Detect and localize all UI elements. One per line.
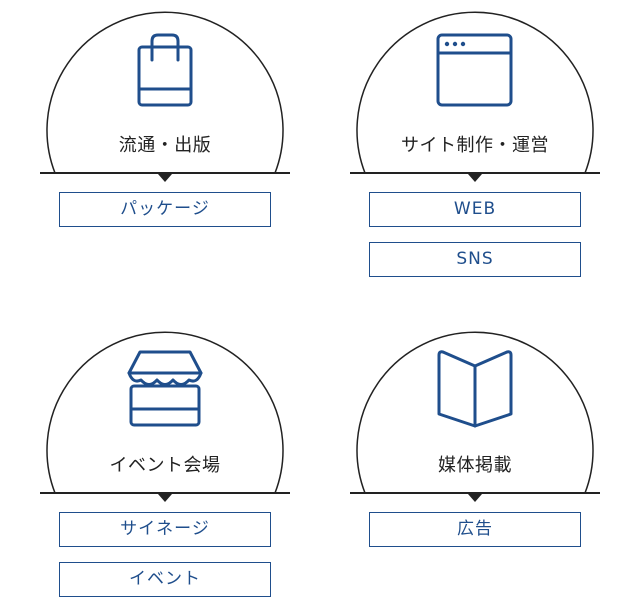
category-4-pointer [468,494,482,502]
category-3-frame [40,331,290,502]
shopping-bag-icon [137,33,193,107]
category-2-arc [356,11,594,174]
category-3-pointer [158,494,172,502]
category-3-title: イベント会場 [109,455,221,476]
category-2-frame [350,11,600,182]
tag-package[interactable]: パッケージ [59,192,271,227]
category-1-arc [46,11,284,174]
category-4-title: 媒体掲載 [438,455,512,476]
category-3-arc [46,331,284,494]
open-book-icon [437,350,513,428]
category-2-title: サイト制作・運営 [401,135,549,156]
tag-web[interactable]: WEB [369,192,581,227]
category-1-title: 流通・出版 [118,135,212,156]
tag-event[interactable]: イベント [59,562,271,597]
storefront-icon [127,350,203,427]
tag-signage[interactable]: サイネージ [59,512,271,547]
category-2-pointer [468,174,482,182]
tag-advertising[interactable]: 広告 [369,512,581,547]
tag-sns[interactable]: SNS [369,242,581,277]
category-1-frame [40,11,290,182]
browser-window-icon [436,33,513,107]
category-1-pointer [158,174,172,182]
